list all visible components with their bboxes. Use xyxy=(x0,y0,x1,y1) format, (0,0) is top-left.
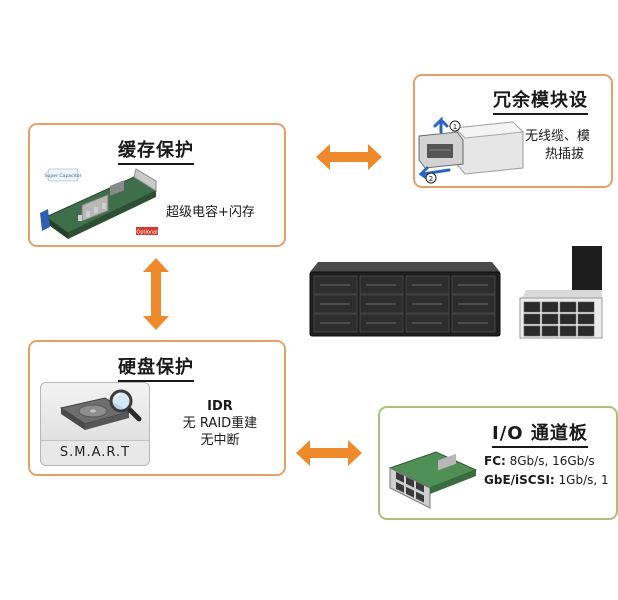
io-card-image xyxy=(388,451,478,509)
io-channel-title: I/O 通道板 xyxy=(492,419,588,448)
double-arrow-cache-redundant xyxy=(316,144,382,170)
step-2-label: 2 xyxy=(429,175,433,183)
idr-label: IDR xyxy=(207,399,233,414)
smart-card: S.M.A.R.T xyxy=(40,382,150,466)
fc-value: 8Gb/s, 16Gb/s xyxy=(505,454,595,468)
hot-swap-module-image: 1 2 xyxy=(418,116,525,184)
disk-protection-title: 硬盘保护 xyxy=(118,353,194,382)
redundant-module-box: 冗余模块设 1 2 无线缆、模 热插拔 xyxy=(413,74,613,188)
hot-swap-label: 热插拔 xyxy=(545,147,585,162)
magnifier-icon xyxy=(109,389,142,422)
disk-protection-box: 硬盘保护 S.M.A.R.T IDR 无 RAID重建 无中断 xyxy=(28,340,286,476)
storage-server-secondary-image xyxy=(519,246,603,339)
fc-label: FC: xyxy=(484,454,506,468)
io-channel-specs: FC: 8Gb/s, 16Gb/s GbE/iSCSI: 1Gb/s, 1 xyxy=(484,452,609,490)
cableless-label: 无线缆、模 xyxy=(525,129,591,144)
cache-protection-box: 缓存保护 Optional Super Capacitor 超级电容+闪存 xyxy=(28,123,286,247)
double-arrow-cache-disk xyxy=(143,258,169,330)
redundant-module-title: 冗余模块设 xyxy=(493,86,588,115)
cache-protection-caption: 超级电容+闪存 xyxy=(166,205,255,220)
gbe-spec-row: GbE/iSCSI: 1Gb/s, 1 xyxy=(484,471,609,490)
double-arrow-disk-io xyxy=(296,440,362,466)
gbe-value: 1Gb/s, 1 xyxy=(554,473,609,487)
no-interruption-label: 无中断 xyxy=(200,433,240,448)
super-capacitor-label: Super Capacitor xyxy=(45,173,82,179)
smart-label-bar: S.M.A.R.T xyxy=(41,440,149,465)
optional-tag-label: Optional xyxy=(136,230,157,236)
gbe-label: GbE/iSCSI: xyxy=(484,473,555,487)
redundant-module-text: 无线缆、模 热插拔 xyxy=(525,128,590,164)
optional-tag xyxy=(136,227,158,235)
raid-controller-board-image: Optional Super Capacitor xyxy=(40,168,158,239)
smart-label: S.M.A.R.T xyxy=(59,445,131,460)
disk-protection-text: IDR 无 RAID重建 无中断 xyxy=(170,398,270,449)
step-1-label: 1 xyxy=(453,123,457,131)
cache-protection-title: 缓存保护 xyxy=(118,136,194,165)
io-channel-box: I/O 通道板 FC: 8Gb/s, 16Gb/s GbE/iSCSI: 1Gb… xyxy=(378,406,618,520)
super-capacitor-badge xyxy=(47,168,79,182)
storage-server-image xyxy=(309,262,501,337)
no-raid-rebuild-label: 无 RAID重建 xyxy=(182,416,258,431)
fc-spec-row: FC: 8Gb/s, 16Gb/s xyxy=(484,452,609,471)
